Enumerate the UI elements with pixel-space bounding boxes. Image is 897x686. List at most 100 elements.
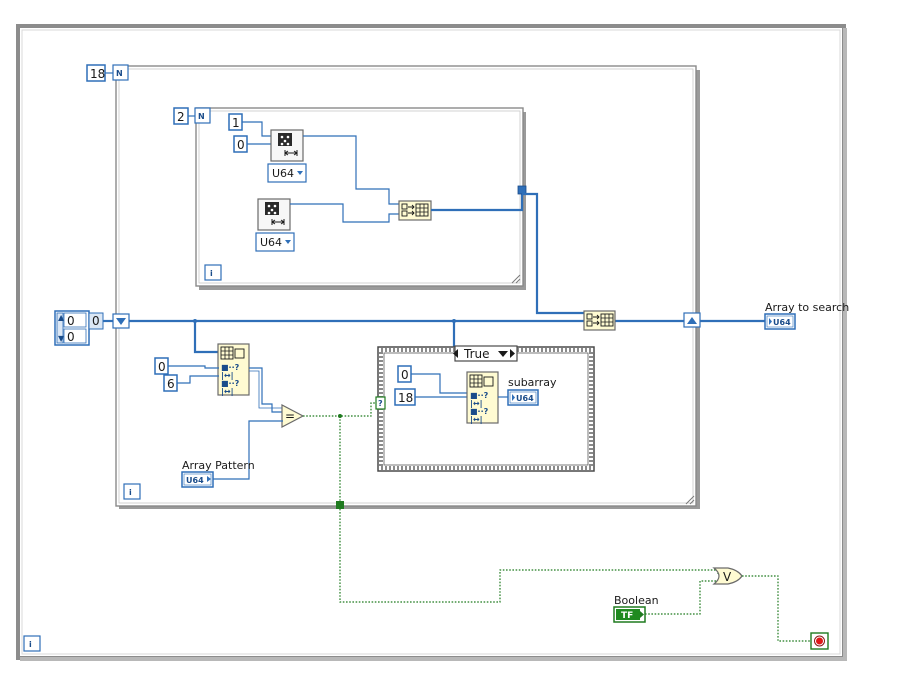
while-loop-inner-edge [21, 29, 841, 655]
svg-text:■··?: ■··? [221, 379, 240, 388]
svg-text:▼: ▼ [58, 334, 65, 343]
stop-terminal[interactable] [810, 632, 829, 650]
svg-text:V: V [723, 570, 732, 584]
boolean-label: Boolean [614, 594, 659, 607]
svg-text:0: 0 [158, 360, 166, 374]
svg-text:|↔|: |↔| [221, 387, 234, 396]
array-subset-node-b[interactable]: ■··? |↔| ■··? |↔| [466, 371, 499, 424]
array-pattern-label: Array Pattern [182, 459, 255, 472]
wire-case-index [411, 373, 468, 394]
svg-text:U64: U64 [186, 476, 204, 485]
svg-text:■··?: ■··? [470, 391, 489, 400]
svg-text:18: 18 [90, 67, 105, 81]
outer-for-loop-inner-edge [118, 68, 694, 504]
random-type-1[interactable]: U64 [267, 163, 307, 183]
wire-tunnel-to-build [522, 192, 585, 315]
boolean-control[interactable]: TF [613, 606, 646, 623]
inner-for-loop-inner-edge [198, 110, 521, 284]
svg-text:■··?: ■··? [470, 407, 489, 416]
random-const-0[interactable]: 0 [233, 135, 248, 153]
case-selector[interactable]: True [453, 345, 518, 362]
array-to-search-indicator[interactable]: U64 [764, 313, 796, 330]
svg-text:6: 6 [167, 377, 175, 391]
svg-text:0: 0 [67, 314, 75, 328]
build-array-node-outer[interactable] [583, 310, 616, 331]
outer-for-loop-resize-corner [685, 495, 695, 505]
svg-text:|↔|: |↔| [470, 399, 483, 408]
wire-boolean-to-or [645, 580, 718, 615]
equal-node[interactable]: = [281, 404, 305, 428]
outer-iteration-terminal[interactable]: i [123, 483, 141, 500]
svg-text:|↔|: |↔| [221, 371, 234, 380]
array-subset-node-a[interactable]: ■··? |↔| ■··? |↔| [217, 343, 250, 396]
svg-text:i: i [29, 640, 32, 649]
outer-bool-tunnel[interactable] [336, 501, 344, 509]
shift-register-right[interactable] [683, 312, 701, 328]
wire-equal-out [303, 402, 378, 417]
wire-or-to-stop [742, 575, 812, 642]
svg-text:▲: ▲ [58, 313, 65, 322]
svg-text:0: 0 [67, 330, 75, 344]
svg-text:i: i [129, 488, 132, 497]
case-index-constant[interactable]: 0 [397, 365, 412, 383]
random-type-2[interactable]: U64 [255, 232, 295, 252]
svg-text:True: True [463, 347, 490, 361]
random-const-1[interactable]: 1 [228, 113, 243, 131]
svg-text:?: ? [378, 399, 383, 408]
svg-text:18: 18 [398, 391, 413, 405]
array-to-search-label: Array to search [765, 301, 849, 314]
subset-a-index-constant[interactable]: 0 [154, 357, 169, 375]
wire-rand1-out [303, 135, 400, 205]
subarray-indicator[interactable]: U64 [507, 389, 539, 406]
wire-subset-a-out [249, 367, 283, 413]
while-loop-frame-shadow-bottom [20, 657, 847, 661]
build-array-node-inner[interactable] [398, 200, 432, 221]
inner-iteration-terminal[interactable]: i [204, 264, 222, 281]
svg-text:N: N [198, 112, 205, 121]
wire-pattern-to-equal [213, 420, 283, 480]
inner-count-terminal[interactable]: N [194, 107, 211, 124]
svg-text:U64: U64 [272, 167, 294, 180]
while-iteration-terminal[interactable]: i [23, 635, 41, 652]
case-selector-terminal[interactable]: ? [375, 396, 386, 410]
wire-subset-a-length [177, 375, 219, 384]
wire-const1 [242, 121, 272, 137]
svg-text:U64: U64 [516, 394, 534, 403]
svg-text:TF: TF [621, 611, 633, 621]
svg-text:0: 0 [92, 314, 100, 328]
wire-subset-a-index [168, 365, 219, 369]
svg-text:U64: U64 [773, 318, 791, 327]
wire-to-subset-a [193, 321, 219, 354]
svg-text:2: 2 [177, 110, 185, 124]
inner-for-loop-frame[interactable] [195, 107, 524, 287]
svg-text:i: i [210, 269, 213, 278]
while-loop-frame-shadow [843, 28, 847, 660]
wire-inner-array [431, 190, 524, 212]
inner-for-loop-resize-corner [511, 274, 521, 284]
or-gate[interactable]: V [712, 567, 743, 585]
case-length-constant[interactable]: 18 [394, 388, 416, 406]
svg-text:=: = [285, 409, 295, 423]
svg-text:|↔|: |↔| [470, 415, 483, 424]
inner-auto-index-tunnel[interactable] [517, 185, 527, 195]
inner-count-constant[interactable]: 2 [173, 107, 189, 125]
svg-text:■··?: ■··? [221, 363, 240, 372]
random-number-node-2[interactable] [257, 198, 291, 231]
svg-text:0: 0 [401, 368, 409, 382]
subarray-label: subarray [508, 376, 557, 389]
svg-text:1: 1 [232, 116, 240, 130]
wire-rand2-out [290, 203, 400, 223]
outer-count-constant[interactable]: 18 [86, 64, 106, 82]
svg-text:U64: U64 [260, 236, 282, 249]
array-pattern-control[interactable]: U64 [181, 471, 214, 488]
outer-count-terminal[interactable]: N [112, 64, 129, 81]
shift-register-left[interactable] [112, 313, 130, 329]
shift-register-array-index[interactable]: 0 [88, 312, 104, 330]
shift-register-array-constant[interactable]: ▲ ▼ 0 0 [54, 310, 90, 346]
subset-a-length-constant[interactable]: 6 [163, 374, 178, 392]
svg-text:0: 0 [237, 138, 245, 152]
svg-text:N: N [116, 69, 123, 78]
random-number-node-1[interactable] [270, 129, 304, 162]
wire-subset-a-out-2 [249, 370, 283, 409]
